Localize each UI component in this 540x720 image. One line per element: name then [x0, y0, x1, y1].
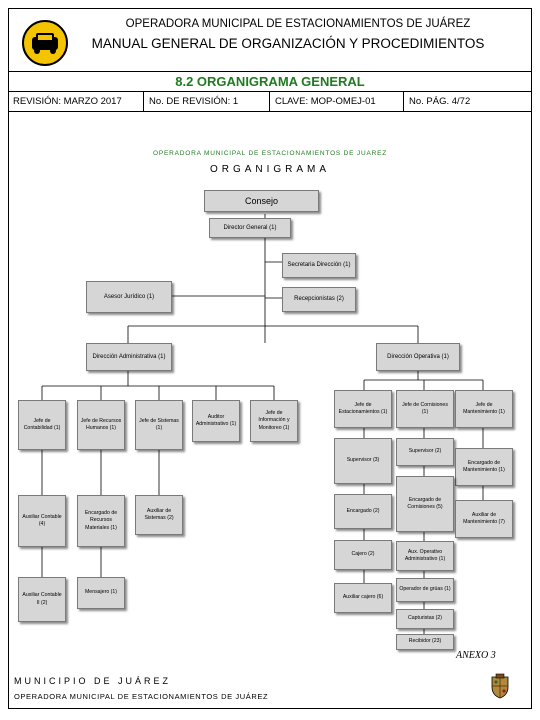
anexo-label: ANEXO 3	[456, 650, 496, 661]
header-title: MANUAL GENERAL DE ORGANIZACIÓN Y PROCEDI…	[91, 36, 485, 51]
box-supervisor-2: Supervisor (2)	[396, 438, 454, 466]
footer-org: OPERADORA MUNICIPAL DE ESTACIONAMIENTOS …	[14, 692, 269, 701]
box-encargado-cornisiones: Encargado de Cornisiones (5)	[396, 476, 454, 532]
section-title: 8.2 ORGANIGRAMA GENERAL	[8, 72, 532, 92]
meta-revision-no: No. DE REVISIÓN: 1	[144, 92, 270, 111]
box-auxiliar-cajero: Auxiliar cajero (6)	[334, 583, 392, 613]
meta-clave: CLAVE: MOP-OMEJ-01	[270, 92, 404, 111]
box-jefe-rrhh: Jefe de Recursos Humanos (1)	[77, 400, 125, 450]
footer-municipio: MUNICIPIO DE JUÁREZ	[14, 676, 172, 686]
box-direccion-administrativa: Dirección Administrativa (1)	[86, 343, 172, 371]
box-jefe-contabilidad: Jefe de Contabilidad (1)	[18, 400, 66, 450]
box-jefe-mantenimiento: Jefe de Mantenimiento (1)	[455, 390, 513, 428]
chart-heading: ORGANIGRAMA	[209, 164, 331, 175]
box-cajero: Cajero (2)	[334, 540, 392, 570]
box-aux-operativo: Aux. Operativo Administrativo (1)	[396, 541, 454, 571]
box-consejo: Consejo	[204, 190, 319, 212]
box-auditor: Auditor Administrativo (1)	[192, 400, 240, 442]
box-asesor-juridico: Asesor Jurídico (1)	[86, 281, 172, 313]
box-encargado-recursos: Encargado de Recursos Materiales (1)	[77, 495, 125, 547]
box-auxiliar-contable-2: Auxiliar Contable II (2)	[18, 577, 66, 622]
box-jefe-estacionamientos: Jefe de Estacionamientos (1)	[334, 390, 392, 428]
box-operador-gruas: Operador de grúas (1)	[396, 578, 454, 602]
box-jefe-sistemas: Jefe de Sistemas (1)	[135, 400, 183, 450]
box-direccion-operativa: Dirección Operativa (1)	[376, 343, 460, 371]
coat-of-arms-icon	[488, 673, 512, 699]
box-secretaria: Secretaria Dirección (1)	[282, 253, 356, 278]
meta-page: No. PÁG. 4/72	[409, 96, 471, 107]
box-recepcionistas: Recepcionistas (2)	[282, 287, 356, 312]
meta-revision: REVISIÓN: MARZO 2017	[8, 92, 144, 111]
box-director-general: Director General (1)	[209, 218, 291, 238]
box-auxiliar-mantenimiento: Auxiliar de Mantenimiento (7)	[455, 500, 513, 538]
box-jefe-cornisiones: Jefe de Cornisiones (1)	[396, 390, 454, 428]
meta-row: REVISIÓN: MARZO 2017 No. DE REVISIÓN: 1 …	[8, 92, 532, 112]
box-recibidor: Recibidor (23)	[396, 634, 454, 650]
car-logo-icon	[22, 20, 68, 66]
box-capturistas: Capturistas (2)	[396, 609, 454, 629]
box-encargado-2: Encargado (2)	[334, 494, 392, 529]
box-mensajero: Mensajero (1)	[77, 577, 125, 609]
chart-org-name: OPERADORA MUNICIPAL DE ESTACIONAMIENTOS …	[153, 150, 387, 157]
page-frame	[8, 8, 532, 709]
box-auxiliar-sistemas: Auxiliar de Sistemas (2)	[135, 495, 183, 535]
box-jefe-informacion: Jefe de Información y Monitoreo (1)	[250, 400, 298, 442]
box-encargado-mantenimiento: Encargado de Mantenimiento (1)	[455, 448, 513, 486]
header: OPERADORA MUNICIPAL DE ESTACIONAMIENTOS …	[8, 8, 532, 72]
box-supervisor-3: Supervisor (3)	[334, 438, 392, 484]
box-auxiliar-contable-4: Auxiliar Contable (4)	[18, 495, 66, 547]
header-org: OPERADORA MUNICIPAL DE ESTACIONAMIENTOS …	[125, 18, 471, 30]
